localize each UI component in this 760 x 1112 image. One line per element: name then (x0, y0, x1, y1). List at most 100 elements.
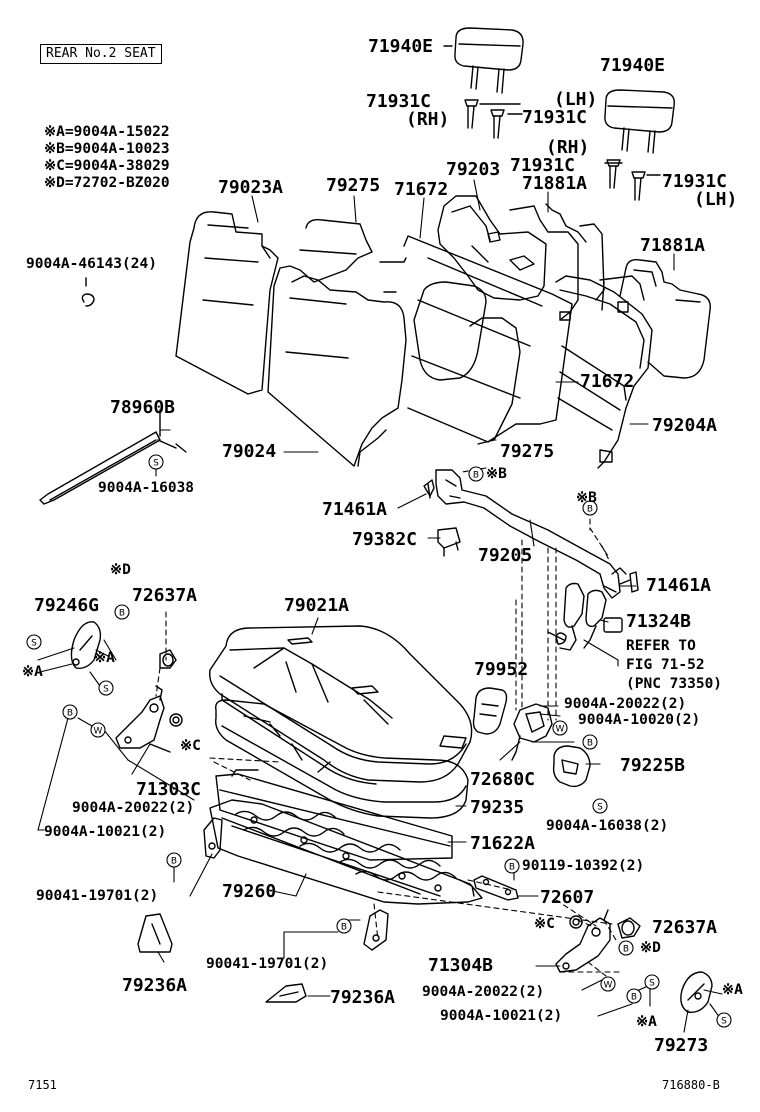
hinge-cover-upper-illustration (423, 479, 435, 499)
part-bracket[interactable]: 79382C (352, 529, 418, 550)
refer-line: (PNC 73350) (626, 676, 723, 692)
refer-line: REFER TO (626, 638, 696, 654)
part-clip-qty[interactable]: 9004A-46143(24) (26, 256, 157, 272)
part-cushion-spring[interactable]: 71622A (470, 833, 536, 854)
part-hinge-rh[interactable]: 71304B (428, 955, 494, 976)
marker-s: S (153, 459, 159, 469)
part-back-spring-upper[interactable]: 71881A (522, 173, 588, 194)
frame-bracket-right-illustration (363, 909, 389, 951)
part-lock[interactable]: 72680C (470, 769, 536, 790)
part-hinge-lh-screw[interactable]: 9004A-20022(2) (72, 800, 195, 816)
side-cover-rh-illustration (680, 971, 713, 1013)
part-leg-cover-b[interactable]: 79236A (330, 987, 396, 1008)
lock-illustration (511, 703, 553, 761)
seatback-cover-middle-illustration (267, 218, 407, 467)
refer-note[interactable]: REFER TO FIG 71-52 (PNC 73350) (626, 638, 722, 693)
ref-a-right2: ※A (636, 1014, 657, 1030)
part-cushion-pad[interactable]: 79235 (470, 797, 525, 818)
part-seat-cover[interactable]: 79021A (284, 595, 350, 616)
lock-striker-top-illustration (159, 649, 177, 669)
seatback-right-frame-illustration (599, 275, 645, 311)
clip-illustration (81, 277, 95, 307)
part-belt-buckle[interactable]: 71324B (626, 611, 692, 632)
part-back-spring-lower[interactable]: 71881A (640, 235, 706, 256)
part-bolt-lh[interactable]: 90041-19701(2) (36, 888, 159, 904)
latch-cover-illustration (472, 687, 508, 735)
marker-b: B (473, 471, 479, 481)
part-rod-screw[interactable]: 9004A-16038 (98, 480, 195, 496)
marker-b: B (341, 923, 347, 933)
marker-b: B (67, 709, 73, 719)
part-side-cover[interactable]: 79246G (34, 595, 100, 616)
part-back-frame-lower[interactable]: 71672 (580, 371, 635, 392)
marker-b: B (119, 609, 125, 619)
part-back-pad-lower[interactable]: 79275 (500, 441, 555, 462)
part-back-frame-upper[interactable]: 71672 (394, 179, 449, 200)
part-lock-striker-top[interactable]: 72637A (132, 585, 198, 606)
part-lock-striker-bottom[interactable]: 72637A (652, 917, 718, 938)
stay-illustration (435, 469, 627, 599)
leg-cover-left-illustration (137, 913, 173, 953)
marker-w: W (556, 725, 565, 735)
part-hinge-cover-lower[interactable]: 71461A (646, 575, 712, 596)
part-back-board-a[interactable]: 79204A (652, 415, 718, 436)
marker-b: B (623, 945, 629, 955)
ref-a-left2: ※A (94, 650, 115, 666)
headrest-guides-illustration (443, 45, 661, 201)
ref-b-lower: ※B (576, 490, 597, 506)
part-guide-rh[interactable]: 71931C (366, 91, 432, 112)
leg-cover-right-illustration (265, 983, 307, 1003)
frame-hinge-left-illustration (203, 817, 223, 859)
section-label: REAR No.2 SEAT (40, 44, 162, 64)
part-screw-upper[interactable]: 9004A-20022(2) (564, 696, 687, 712)
part-guide-rh2[interactable]: 71931C (510, 155, 576, 176)
marker-b: B (587, 739, 593, 749)
part-headrest-lh[interactable]: 71940E (600, 55, 666, 76)
part-hinge-cover-upper[interactable]: 71461A (322, 499, 388, 520)
part-trim-rod[interactable]: 78960B (110, 397, 176, 418)
part-stopper[interactable]: 72607 (540, 887, 595, 908)
fastener-marker-letters: B B S B S S B W W B S B B B B W B S S (31, 459, 727, 1027)
part-screw-lower[interactable]: 9004A-10020(2) (578, 712, 701, 728)
bracket-illustration (437, 527, 461, 557)
cushion-frame-illustration (209, 799, 483, 905)
ref-d-right: ※D (640, 940, 661, 956)
part-back-cover[interactable]: 79024 (222, 441, 277, 462)
part-bolt-rear[interactable]: 90119-10392(2) (522, 858, 645, 874)
headrest-lh-illustration (604, 89, 675, 154)
part-back-board[interactable]: 79203 (446, 159, 501, 180)
part-cushion-frame[interactable]: 79260 (222, 881, 277, 902)
marker-b: B (587, 505, 593, 515)
part-side-cover-rh[interactable]: 79273 (654, 1035, 709, 1056)
trim-rod-illustration (39, 409, 187, 505)
part-headrest-rh[interactable]: 71940E (368, 36, 434, 57)
part-hinge-rh-screw[interactable]: 9004A-20022(2) (422, 984, 545, 1000)
part-guide-lh-side: (LH) (554, 89, 598, 110)
striker-nut-right-illustration (569, 915, 583, 929)
striker-nut-left-illustration (169, 713, 183, 727)
legend-line: ※A=9004A-15022 (44, 124, 170, 140)
seat-belt-buckle-illustration (547, 582, 623, 651)
part-back-pad-upper[interactable]: 79275 (326, 175, 381, 196)
part-guide-lh2[interactable]: 71931C (662, 171, 728, 192)
part-back-cover-a[interactable]: 79023A (218, 177, 284, 198)
part-guide-rh-side: (RH) (406, 109, 450, 130)
seatback-spring-illustration (545, 203, 711, 379)
part-guide-lh[interactable]: 71931C (522, 107, 588, 128)
part-cushion-screw[interactable]: 9004A-16038(2) (546, 818, 669, 834)
seatback-cover-left-illustration (175, 211, 279, 395)
part-stay[interactable]: 79205 (478, 545, 533, 566)
fastener-markers (26, 454, 732, 1028)
part-hinge-lh-screw2[interactable]: 9004A-10021(2) (44, 824, 167, 840)
part-cushion-cover[interactable]: 79225B (620, 755, 686, 776)
part-hinge-lh[interactable]: 71303C (136, 779, 202, 800)
part-bolt-lh2[interactable]: 90041-19701(2) (206, 956, 329, 972)
part-hinge-rh-screw2[interactable]: 9004A-10021(2) (440, 1008, 563, 1024)
stopper-illustration (473, 875, 519, 901)
legend-line: ※B=9004A-10023 (44, 141, 170, 157)
refer-line: FIG 71-52 (626, 657, 705, 673)
part-latch-cover[interactable]: 79952 (474, 659, 529, 680)
part-leg-cover[interactable]: 79236A (122, 975, 188, 996)
